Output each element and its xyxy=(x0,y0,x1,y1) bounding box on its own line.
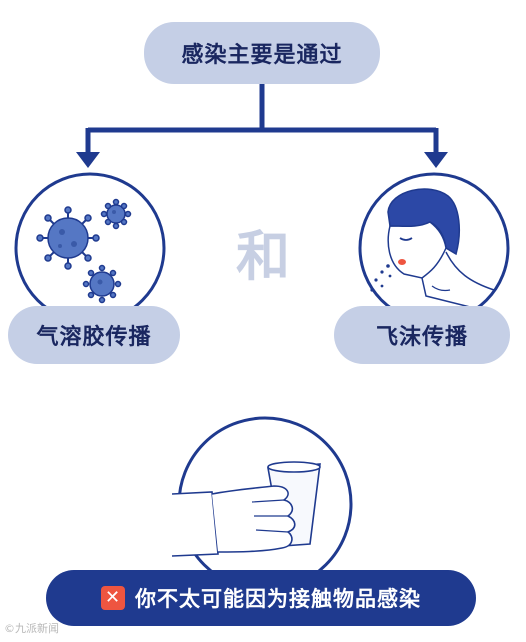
aerosol-label: 气溶胶传播 xyxy=(36,325,152,350)
footer-text: 你不太可能因为接触物品感染 xyxy=(135,587,421,611)
sneezing-person-icon xyxy=(370,188,495,312)
cross-icon: ✕ xyxy=(101,586,125,610)
and-label: 和 xyxy=(236,225,292,288)
aerosol-pill: 气溶胶传播 xyxy=(8,306,180,364)
virus-icon xyxy=(36,198,132,304)
droplet-label: 飞沫传播 xyxy=(375,325,468,350)
hand-cup-icon xyxy=(172,461,321,557)
droplet-pill: 飞沫传播 xyxy=(334,306,510,364)
title-text: 感染主要是通过 xyxy=(181,43,343,68)
virus-circle xyxy=(14,172,166,320)
title-pill: 感染主要是通过 xyxy=(144,22,380,84)
footer-banner: ✕ 你不太可能因为接触物品感染 xyxy=(46,570,476,626)
watermark: ©九派新闻 xyxy=(4,622,59,635)
